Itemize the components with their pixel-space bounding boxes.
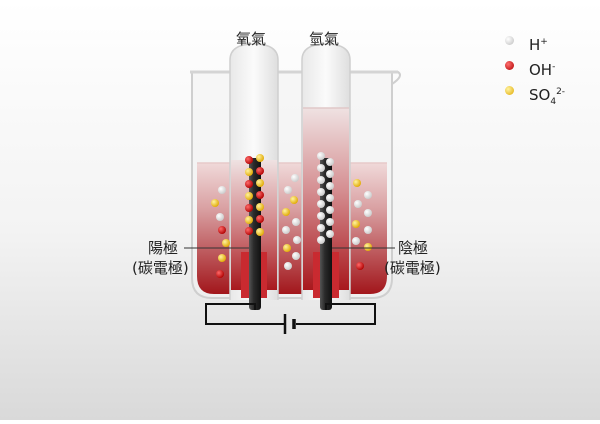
battery-symbol <box>283 314 296 334</box>
hydrogen-gas-label: 氫氣 <box>309 30 340 48</box>
legend-label: OH- <box>529 61 556 79</box>
cathode-ions <box>317 152 334 244</box>
legend-dot-icon <box>505 36 514 45</box>
anode-ions <box>245 154 264 236</box>
legend-label: SO42- <box>529 86 566 107</box>
cathode-material-label: (碳電極) <box>384 259 441 277</box>
anode-label: 陽極 <box>148 239 179 257</box>
circuit-wire <box>205 303 376 325</box>
beaker <box>190 70 401 299</box>
anode-material-label: (碳電極) <box>132 259 189 277</box>
legend-dot-icon <box>505 86 514 95</box>
legend-dot-icon <box>505 61 514 70</box>
legend-label: H+ <box>529 36 548 54</box>
free-ions <box>211 174 372 278</box>
oxygen-gas-label: 氧氣 <box>236 30 267 48</box>
cathode-label: 陰極 <box>398 239 429 257</box>
